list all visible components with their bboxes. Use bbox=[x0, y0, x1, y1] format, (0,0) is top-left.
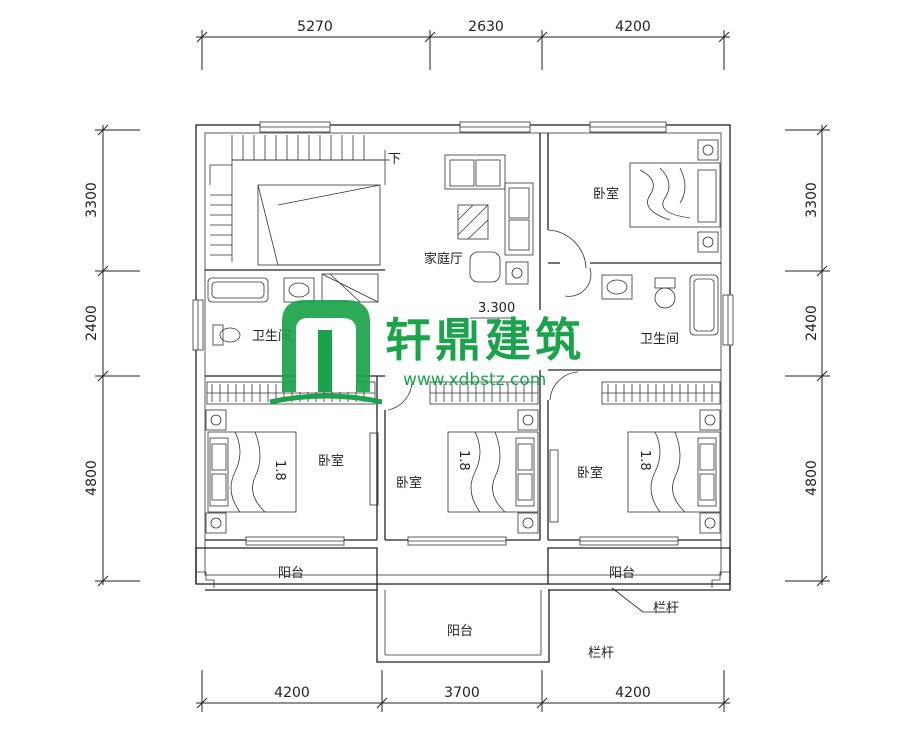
bedroom-sw-label: 卧室 bbox=[318, 453, 344, 469]
dim-right-2: 2400 bbox=[804, 305, 820, 341]
dim-top-2: 2630 bbox=[468, 19, 504, 35]
dim-right-3: 4800 bbox=[804, 460, 820, 496]
railing-label-1: 栏杆 bbox=[653, 601, 679, 616]
bed-mark-s: 1.8 bbox=[456, 450, 471, 471]
bedroom-s-label: 卧室 bbox=[396, 475, 422, 491]
wardrobe-sw-side bbox=[369, 432, 379, 506]
balcony-e-label: 阳台 bbox=[609, 566, 635, 581]
staircase bbox=[209, 135, 390, 266]
door-ne-bedroom bbox=[547, 229, 587, 269]
bedroom-ne-label: 卧室 bbox=[593, 186, 619, 202]
balcony-s-label: 阳台 bbox=[447, 624, 473, 639]
bath-w-fixtures bbox=[207, 273, 379, 346]
dim-top-3: 4200 bbox=[615, 19, 651, 35]
bed-mark-se: 1.8 bbox=[637, 450, 652, 471]
stair-down-label: 下 bbox=[388, 152, 401, 167]
railing-label-2: 栏杆 bbox=[588, 646, 614, 661]
sofa-set bbox=[444, 154, 534, 285]
balcony-w-label: 阳台 bbox=[278, 566, 304, 581]
dim-right-1: 3300 bbox=[804, 182, 820, 218]
railing-leader bbox=[611, 587, 644, 613]
door-e-bath bbox=[564, 267, 592, 297]
wardrobe-se-side bbox=[549, 449, 559, 523]
dim-left-1: 3300 bbox=[84, 182, 100, 218]
dim-left-3: 4800 bbox=[84, 460, 100, 496]
dim-top-1: 5270 bbox=[297, 19, 333, 35]
bedroom-se-label: 卧室 bbox=[577, 465, 603, 481]
bath-e-fixtures bbox=[601, 274, 719, 336]
bath-w-label: 卫生间 bbox=[252, 329, 291, 344]
level-label: 3.300 bbox=[478, 301, 515, 316]
balconies bbox=[195, 547, 731, 663]
dim-bottom-2: 3700 bbox=[444, 685, 480, 701]
door-se-bedroom bbox=[549, 371, 579, 401]
windows bbox=[192, 121, 734, 546]
bed-ne bbox=[629, 139, 721, 253]
dimension-lines bbox=[95, 30, 830, 712]
bed-sw bbox=[205, 409, 297, 534]
family-room-label: 家庭厅 bbox=[424, 251, 463, 267]
watermark-brand: 轩鼎建筑 bbox=[385, 313, 585, 367]
dim-bottom-1: 4200 bbox=[274, 685, 310, 701]
watermark-url: www.xdbstz.com bbox=[403, 370, 546, 390]
bed-se bbox=[627, 409, 721, 534]
bed-s bbox=[447, 409, 539, 534]
bath-e-label: 卫生间 bbox=[640, 332, 679, 347]
dim-left-2: 2400 bbox=[84, 305, 100, 341]
bed-mark-sw: 1.8 bbox=[272, 460, 287, 481]
brand-logo bbox=[269, 300, 383, 405]
dim-bottom-3: 4200 bbox=[615, 685, 651, 701]
door-s-bedroom bbox=[387, 381, 413, 411]
